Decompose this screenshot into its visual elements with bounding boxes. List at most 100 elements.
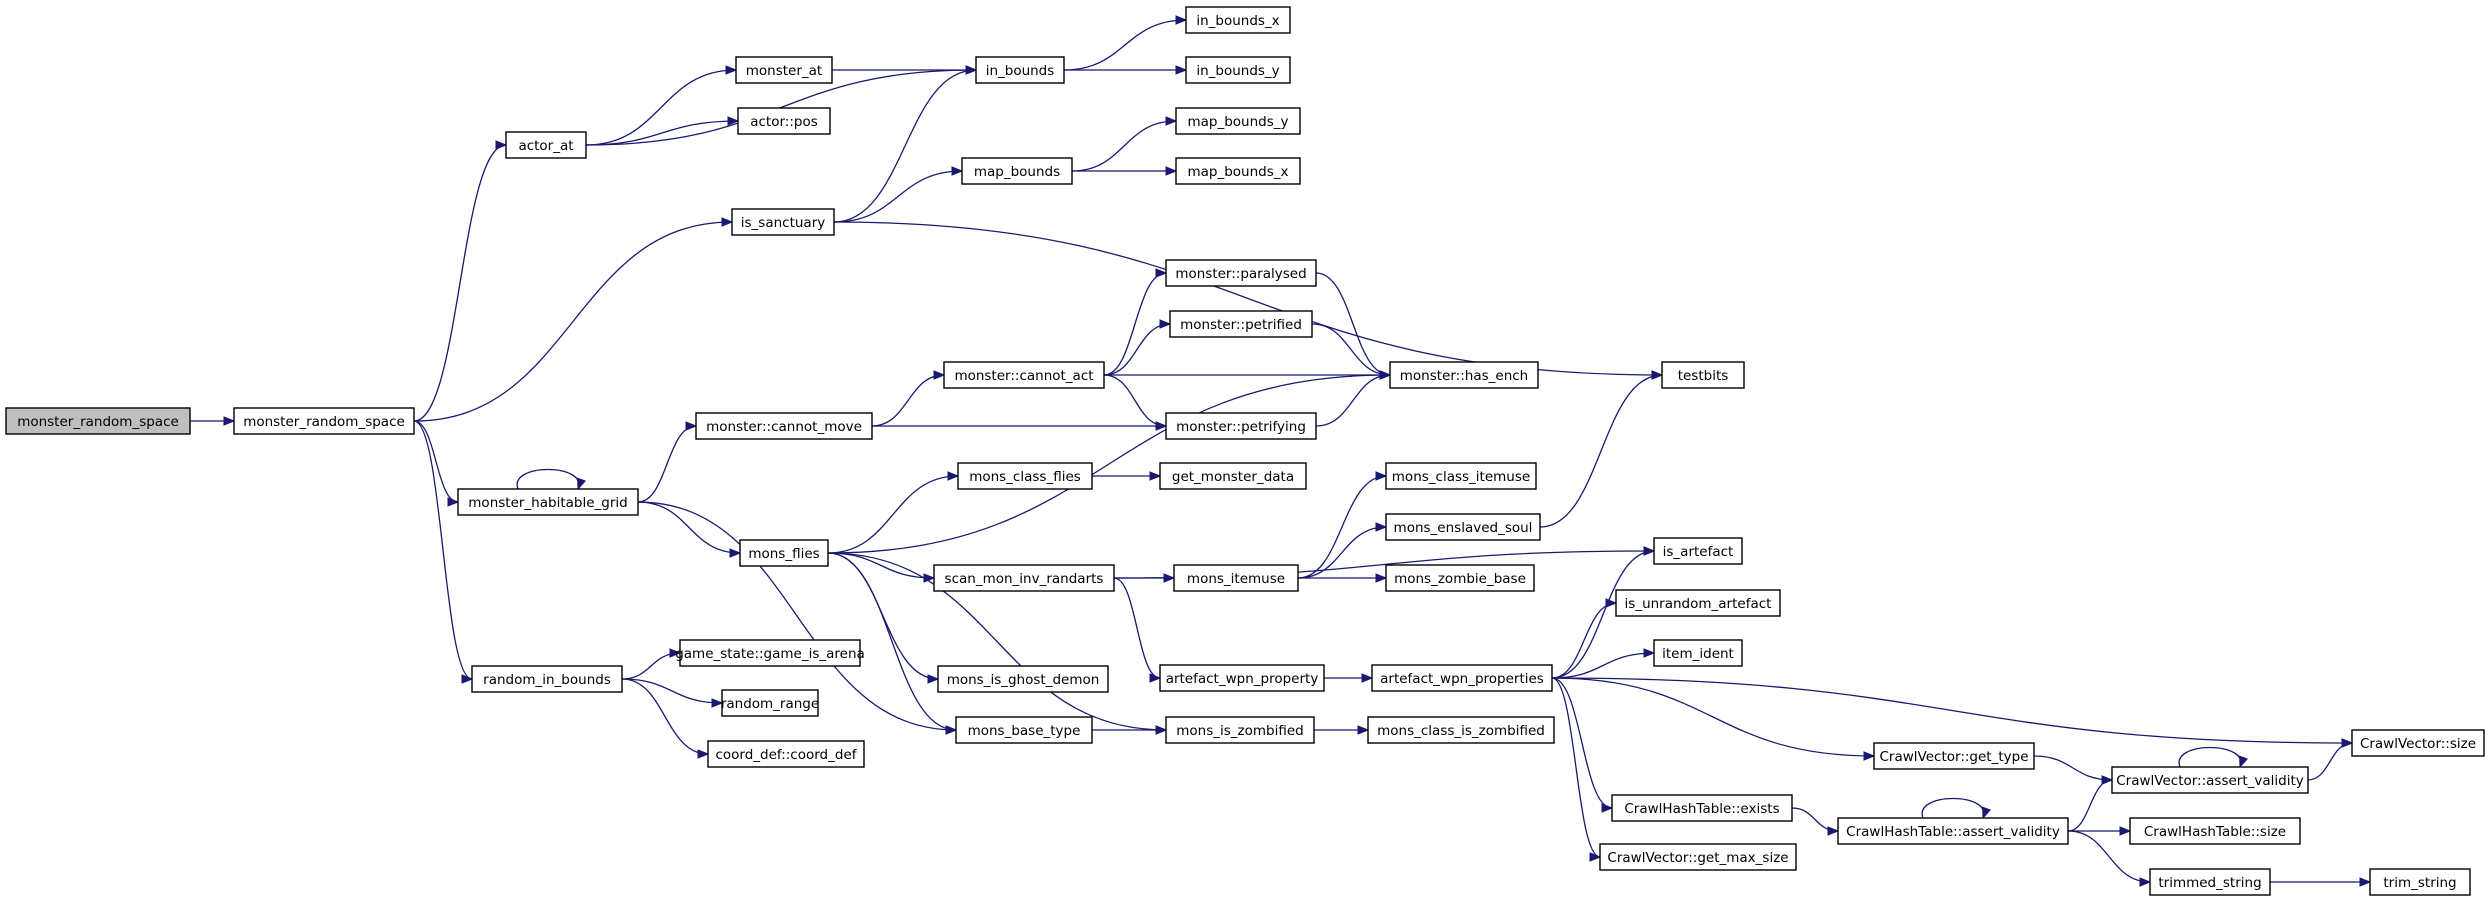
edge-arrowhead [1863,751,1876,761]
node-box [5,407,191,435]
edge-arrowhead [669,648,682,658]
node-mons-zombie-base[interactable]: mons_zombie_base [1385,564,1535,592]
node-box [1385,513,1541,541]
edge-line [833,69,977,223]
node-trim-string[interactable]: trim_string [2369,868,2471,896]
edge-is_sanctuary-to-in_bounds [833,65,978,223]
edge-awps-to-cv_size [1551,677,2354,748]
edge-arrowhead [1155,725,1168,735]
node-random-range[interactable]: random_range [721,689,819,717]
edge-arrowhead [495,140,508,150]
node-monster-random-space[interactable]: monster_random_space [233,407,415,435]
edge-arrowhead [1149,471,1162,481]
node-monster-habitable-grid[interactable]: monster_habitable_grid [457,488,639,516]
node-box [1165,412,1317,440]
node-monster-cannot-move[interactable]: monster::cannot_move [695,412,873,440]
edge-arrowhead [1827,826,1840,836]
node-is-sanctuary[interactable]: is_sanctuary [731,208,835,236]
node-box [1385,462,1537,490]
node-mons-enslaved-soul[interactable]: mons_enslaved_soul [1385,513,1541,541]
node-actor-at[interactable]: actor_at [505,131,587,159]
node-scan-mon-inv-randarts[interactable]: scan_mon_inv_randarts [933,564,1115,592]
edge-mons_enslaved_soul-to-testbits [1539,370,1664,528]
node-label: map_bounds_y [1187,114,1288,130]
node-label: CrawlHashTable::assert_validity [1846,824,2060,840]
node-crawlvector-size[interactable]: CrawlVector::size [2351,729,2485,757]
node-box [737,107,831,135]
node-label: in_bounds_y [1196,63,1279,79]
node-monster-random-space[interactable]: monster_random_space [5,407,191,435]
edge-arrowhead [223,416,236,426]
node-label: CrawlVector::get_type [1880,749,2029,765]
node-label: get_monster_data [1172,469,1294,485]
node-mons-itemuse[interactable]: mons_itemuse [1173,564,1299,592]
node-label: actor_at [518,138,573,154]
edge-arrowhead [1601,803,1614,813]
edge-root-to-mrs [189,416,236,426]
node-box [1159,462,1307,490]
node-box [1175,157,1301,185]
node-mons-flies[interactable]: mons_flies [739,539,829,567]
node-map-bounds-y[interactable]: map_bounds_y [1175,107,1301,135]
node-label: monster::petrifying [1176,419,1306,435]
node-testbits[interactable]: testbits [1661,361,1745,389]
edge-arrowhead [951,166,964,176]
node-game-state-game-is-arena[interactable]: game_state::game_is_arena [675,639,865,667]
node-in-bounds-y[interactable]: in_bounds_y [1185,56,1291,84]
node-mons-class-is-zombified[interactable]: mons_class_is_zombified [1367,716,1555,744]
node-crawlvector-assert-validity[interactable]: CrawlVector::assert_validity [2111,766,2309,794]
edge-arrowhead [461,674,474,684]
node-label: CrawlHashTable::exists [1624,801,1779,817]
call-edges [189,15,2372,887]
node-is-unrandom-artefact[interactable]: is_unrandom_artefact [1615,589,1781,617]
edge-arrowhead [933,370,946,380]
node-crawlhashtable-size[interactable]: CrawlHashTable::size [2129,817,2301,845]
node-box [1661,361,1745,389]
node-monster-at[interactable]: monster_at [735,56,833,84]
edge-mons_class_flies-to-get_monster_data [1091,471,1162,481]
edge-arrowhead [965,65,978,75]
node-actor-pos[interactable]: actor::pos [737,107,831,135]
node-monster-has-ench[interactable]: monster::has_ench [1389,361,1539,389]
node-mons-is-ghost-demon[interactable]: mons_is_ghost_demon [937,665,1109,693]
edge-mons_flies-to-has_ench [827,370,1392,554]
node-artefact-wpn-properties[interactable]: artefact_wpn_properties [1371,664,1553,692]
edge-mhg-to-cannot_move [637,421,698,503]
node-crawlhashtable-exists[interactable]: CrawlHashTable::exists [1611,794,1793,822]
node-trimmed-string[interactable]: trimmed_string [2149,868,2271,896]
node-is-artefact[interactable]: is_artefact [1653,537,1743,565]
node-box [943,361,1105,389]
edge-line [1551,677,1875,757]
node-mons-class-itemuse[interactable]: mons_class_itemuse [1385,462,1537,490]
edge-cannot_move-to-cannot_act [871,370,946,427]
edge-line [1103,323,1171,376]
node-crawlhashtable-assert-validity[interactable]: CrawlHashTable::assert_validity [1837,817,2069,845]
node-mons-is-zombified[interactable]: mons_is_zombified [1165,716,1315,744]
edge-line [2033,755,2113,781]
node-coord-def-coord-def[interactable]: coord_def::coord_def [707,740,865,768]
node-artefact-wpn-property[interactable]: artefact_wpn_property [1159,664,1325,692]
node-label: artefact_wpn_properties [1380,671,1544,687]
node-random-in-bounds[interactable]: random_in_bounds [471,665,623,693]
node-crawlvector-get-max-size[interactable]: CrawlVector::get_max_size [1599,843,1797,871]
edge-arrowhead [685,421,698,431]
edge-cannot_act-to-paralysed [1103,268,1168,376]
node-in-bounds-x[interactable]: in_bounds_x [1185,6,1291,34]
node-crawlvector-get-type[interactable]: CrawlVector::get_type [1873,742,2035,770]
node-monster-cannot-act[interactable]: monster::cannot_act [943,361,1105,389]
edge-mons_itemuse-to-mons_class_itemuse [1297,471,1388,579]
node-map-bounds-x[interactable]: map_bounds_x [1175,157,1301,185]
edge-line [1551,550,1655,679]
edge-awps-to-cv_get_type [1551,677,1876,761]
edge-arrowhead [2341,738,2354,748]
edge-cannot_act-to-petrifying [1103,374,1168,431]
node-mons-class-flies[interactable]: mons_class_flies [957,462,1093,490]
node-mons-base-type[interactable]: mons_base_type [955,716,1093,744]
node-in-bounds[interactable]: in_bounds [975,56,1065,84]
node-map-bounds[interactable]: map_bounds [961,157,1073,185]
node-monster-petrified[interactable]: monster::petrified [1169,310,1313,338]
node-monster-paralysed[interactable]: monster::paralysed [1165,259,1317,287]
node-item-ident[interactable]: item_ident [1653,639,1743,667]
node-get-monster-data[interactable]: get_monster_data [1159,462,1307,490]
node-monster-petrifying[interactable]: monster::petrifying [1165,412,1317,440]
